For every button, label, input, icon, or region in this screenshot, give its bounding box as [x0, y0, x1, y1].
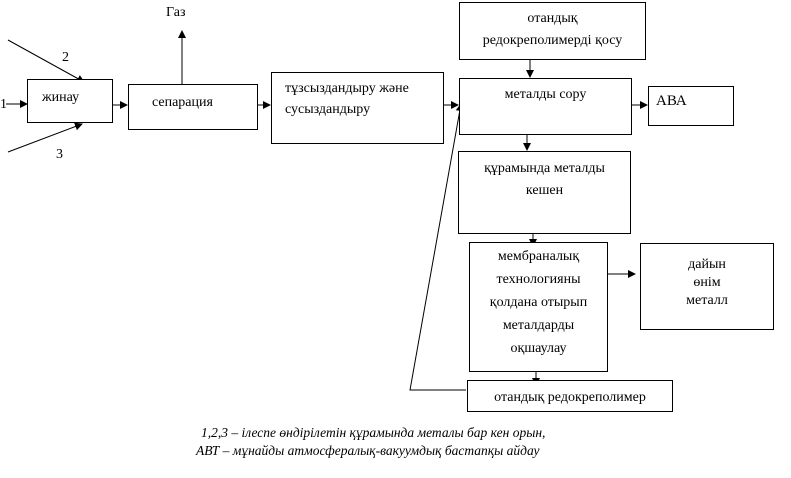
complex-line1: құрамында металды — [484, 161, 605, 176]
add-redox-box — [459, 2, 646, 60]
product-line2: өнім — [693, 275, 721, 290]
ava-label: АВА — [656, 93, 687, 109]
membrane-line2: технологияны — [496, 272, 581, 287]
desalt-line1: тұзсыздандыру және — [285, 81, 409, 96]
input-3-arrow — [7, 122, 83, 153]
caption-line1: 1,2,3 – ілеспе өндірілетін құрамында мет… — [201, 425, 546, 440]
caption-line2: АВТ – мұнайды атмосфералық-вакуумдық бас… — [196, 443, 540, 458]
product-line1: дайын — [688, 257, 726, 272]
collection-box — [27, 79, 113, 123]
metal-sorption-box — [459, 78, 632, 135]
membrane-line1: мембраналық — [497, 249, 580, 264]
metal-complex-box — [458, 151, 631, 234]
gas-label: Газ — [166, 5, 186, 20]
input-2-label: 2 — [62, 50, 69, 65]
separation-box — [128, 84, 258, 130]
membrane-line4: металдарды — [502, 318, 575, 333]
complex-line2: кешен — [525, 183, 564, 198]
input-2-arrow — [7, 39, 85, 83]
desalt-line2: сусыздандыру — [285, 102, 371, 117]
desalt-dewater-box — [271, 72, 444, 144]
collection-label: жинау — [42, 90, 80, 105]
recycle-arrow — [409, 103, 466, 391]
membrane-box — [469, 242, 608, 372]
metal-sorption-label: металды сору — [504, 87, 587, 102]
separation-label: сепарация — [152, 95, 213, 110]
product-line3: металл — [686, 293, 728, 308]
input-3-label: 3 — [56, 147, 63, 162]
ava-box — [648, 86, 734, 126]
input-1-label: 1 — [0, 97, 7, 112]
domestic-redox-box — [467, 380, 673, 412]
final-product-box — [640, 243, 774, 330]
domestic-redox-label: отандық редокреполимер — [494, 390, 646, 405]
add-redox-line1: отандық — [527, 11, 578, 26]
membrane-line3: қолдана отырып — [489, 295, 588, 310]
add-redox-line2: редокреполимерді қосу — [482, 33, 623, 48]
membrane-line5: оқшаулау — [510, 341, 567, 356]
